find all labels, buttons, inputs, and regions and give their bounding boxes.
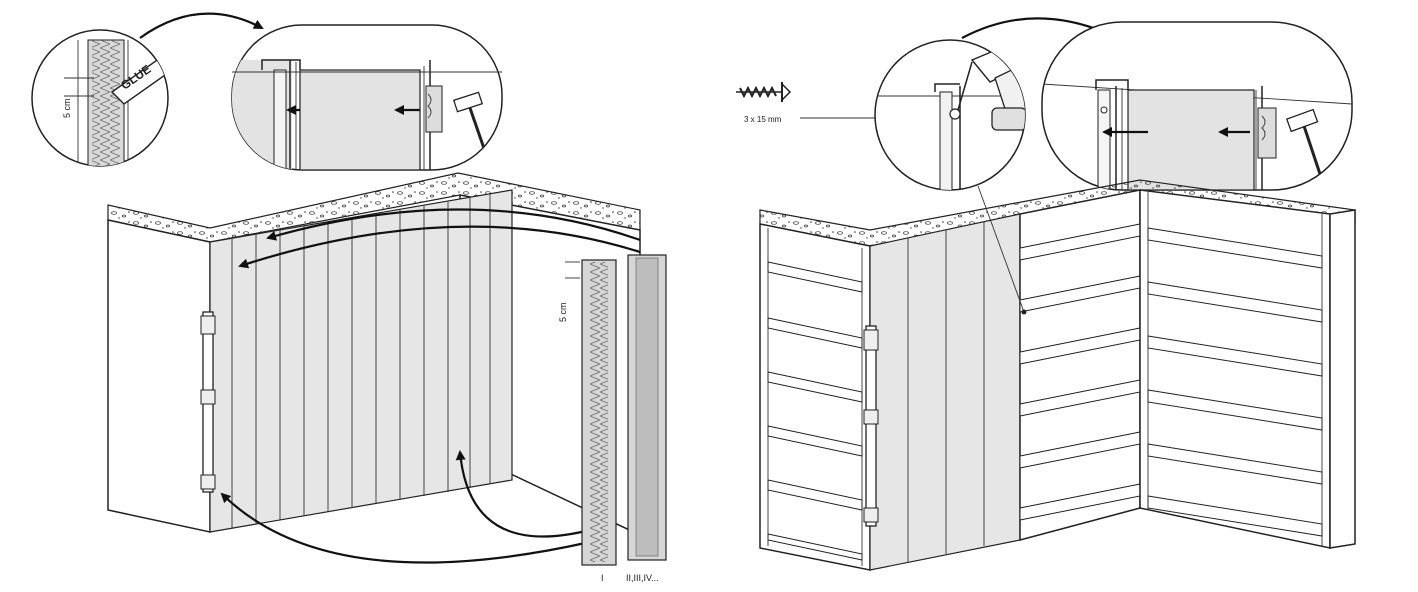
panel-joint-detail xyxy=(1041,21,1353,191)
drill-detail-circle xyxy=(874,39,1026,191)
install-arrow-bottom-2 xyxy=(220,492,591,564)
glue-detail-circle: GLUE 5 cm xyxy=(31,29,169,167)
board-first: 5 cm xyxy=(558,259,617,566)
wall-corner-right xyxy=(759,179,1356,571)
board-label-first: I xyxy=(601,573,604,583)
right-assembly: 3 x 15 mm xyxy=(736,17,1356,571)
hammer-icon-right xyxy=(1285,108,1324,181)
glue-spacing-label: 5 cm xyxy=(62,98,72,118)
install-arrow-top-2 xyxy=(238,225,641,269)
right-panel-seams xyxy=(907,222,985,562)
board-joint-detail xyxy=(231,24,503,171)
left-assembly: GLUE 5 cm xyxy=(31,12,667,583)
wall-corner-left xyxy=(107,172,641,537)
board-following xyxy=(627,254,667,561)
right-frame-rails xyxy=(1147,227,1323,537)
install-arrow-bottom-1 xyxy=(455,450,591,538)
panel-seams xyxy=(231,194,491,528)
transition-arrow-left xyxy=(139,12,264,39)
transition-arrow-right xyxy=(961,17,1106,39)
screw-size-label: 3 x 15 mm xyxy=(744,115,782,124)
board-label-following: II,III,IV... xyxy=(626,573,659,583)
left-frame-rails xyxy=(767,228,863,566)
board-spacing-label: 5 cm xyxy=(558,302,568,322)
screw-icon xyxy=(736,82,792,102)
corner-bracket xyxy=(200,311,216,493)
install-arrow-top-1 xyxy=(266,208,641,242)
